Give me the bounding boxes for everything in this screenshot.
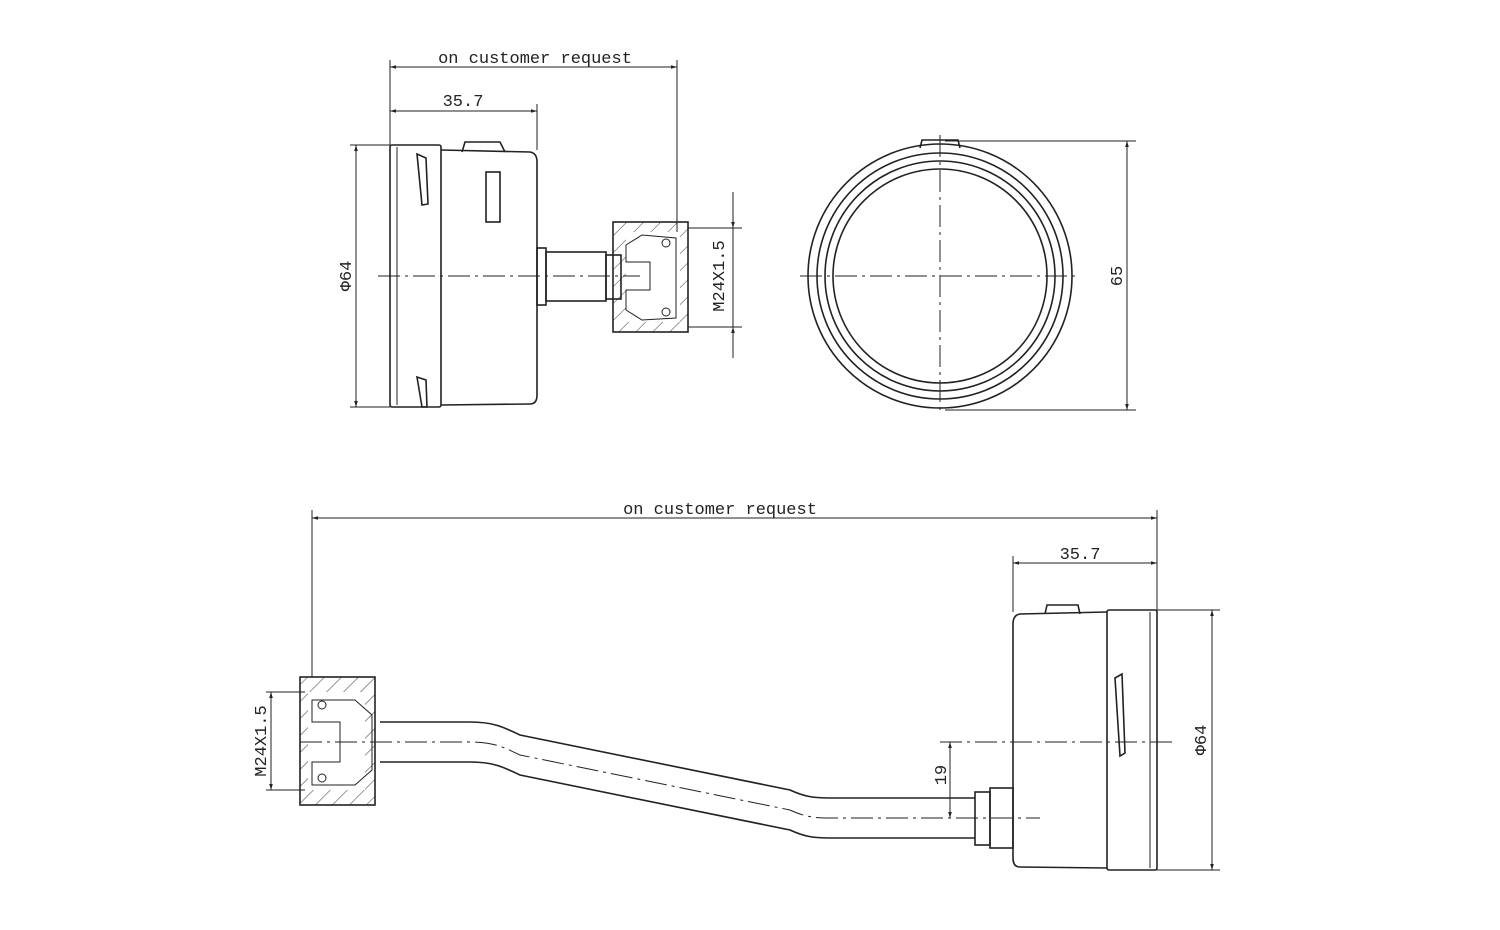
dimension-label: 35.7 [1060,546,1101,565]
gauge-body [1012,604,1158,871]
capillary-tube [300,721,1040,849]
connection-nut-section [299,676,376,806]
dimension-thread: M24X1.5 [253,691,305,791]
dimension-label: 19 [933,765,952,785]
dimension-label: 65 [1109,266,1128,286]
front-view: 65 [800,135,1136,412]
dimension-label: Φ64 [1193,725,1212,756]
dimension-case-depth: 35.7 [1012,546,1157,612]
gauge-body [389,141,538,408]
dimension-overall-length: on customer request [389,50,678,232]
dimension-label: on customer request [438,50,632,69]
dimension-diameter: Φ64 [1157,609,1220,871]
dimension-case-depth: 35.7 [390,93,538,150]
dimension-label: 35.7 [443,93,484,112]
side-view: on customer request 35.7 Φ64 [338,50,742,408]
dimension-label: M24X1.5 [253,705,272,776]
bottom-view: on customer request 35.7 Φ64 19 [253,501,1220,871]
dimension-offset: 19 [933,742,952,818]
dimension-label: M24X1.5 [711,240,730,311]
dimension-label: Φ64 [338,261,357,292]
dimension-thread: M24X1.5 [688,192,742,358]
dimension-label: on customer request [623,501,817,520]
dimension-height: 65 [945,140,1136,411]
dimension-diameter: Φ64 [338,144,390,408]
connection-nut-section [612,221,689,333]
dimension-overall-length: on customer request [311,501,1158,677]
